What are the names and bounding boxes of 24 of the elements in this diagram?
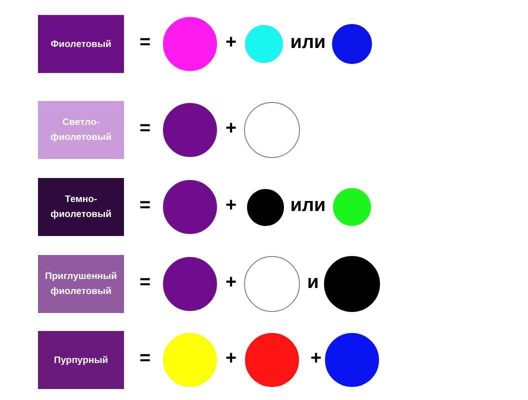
operator-sign: или xyxy=(290,194,326,218)
operator-sign: + xyxy=(225,194,237,218)
color-name: Фиолетовый xyxy=(50,38,112,52)
operator-sign: + xyxy=(225,31,237,55)
color-name: Пурпурный xyxy=(54,354,108,368)
color-name-box xyxy=(38,331,124,389)
operator-sign: или xyxy=(290,31,326,55)
operator-sign: = xyxy=(139,194,151,218)
color-name-box xyxy=(38,15,124,73)
operator-sign: = xyxy=(139,271,151,295)
operator-sign: + xyxy=(225,117,237,141)
operator-sign: = xyxy=(139,31,151,55)
operator-sign: и xyxy=(307,271,319,295)
operator-sign: + xyxy=(310,347,322,371)
operator-sign: = xyxy=(139,117,151,141)
color-name-box xyxy=(38,101,124,159)
color-name-box xyxy=(38,255,124,313)
color-name: Темно-фиолетовый xyxy=(50,193,112,222)
operator-sign: + xyxy=(225,271,237,295)
operator-sign: = xyxy=(139,347,151,371)
color-name-box xyxy=(38,178,124,236)
operator-sign: + xyxy=(225,347,237,371)
color-name: Приглушенный фиолетовый xyxy=(44,270,118,299)
color-name: Светло-фиолетовый xyxy=(50,116,112,145)
